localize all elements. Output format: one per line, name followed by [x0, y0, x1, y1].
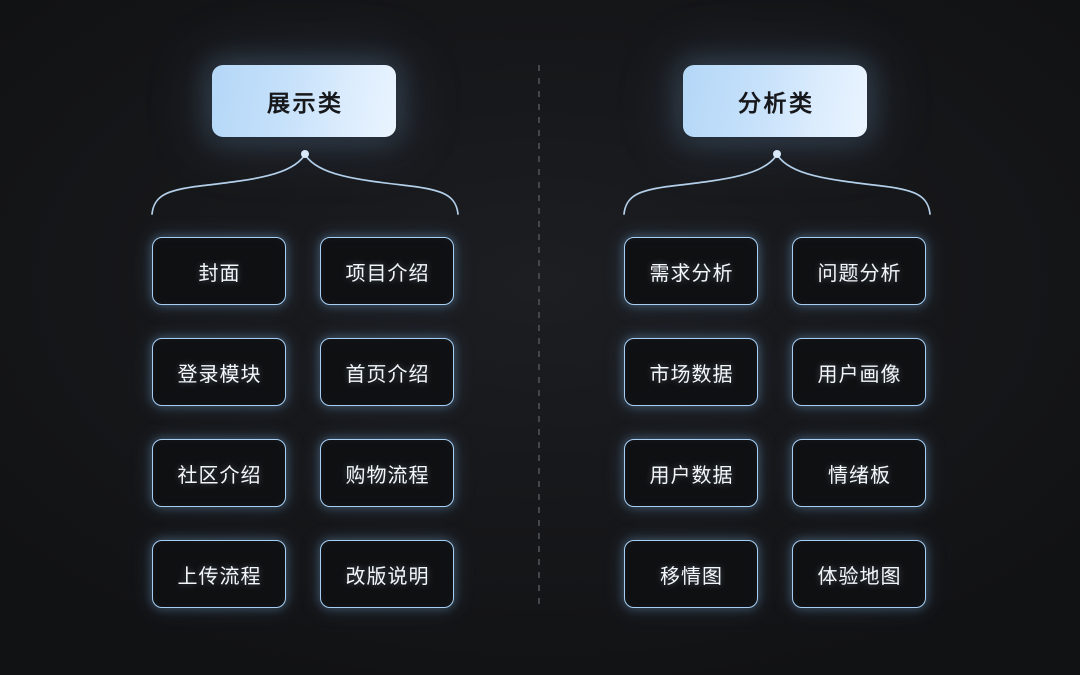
card-item[interactable]: 首页介绍	[320, 338, 454, 406]
brace-connector-analysis-category	[623, 150, 931, 215]
card-item[interactable]: 上传流程	[152, 540, 286, 608]
card-label: 需求分析	[649, 260, 734, 285]
group-header-label: 分析类	[738, 91, 815, 117]
card-label: 用户数据	[649, 462, 734, 487]
card-item[interactable]: 封面	[152, 237, 286, 305]
card-item[interactable]: 用户数据	[624, 439, 758, 507]
vertical-dashed-divider	[538, 65, 540, 611]
card-item[interactable]: 登录模块	[152, 338, 286, 406]
card-label: 移情图	[660, 563, 723, 588]
brace-apex-dot	[773, 150, 781, 158]
card-item[interactable]: 社区介绍	[152, 439, 286, 507]
card-item[interactable]: 问题分析	[792, 237, 926, 305]
brace-apex-dot	[301, 150, 309, 158]
card-item[interactable]: 项目介绍	[320, 237, 454, 305]
card-label: 购物流程	[345, 462, 430, 487]
card-label: 改版说明	[345, 563, 430, 588]
card-item[interactable]: 改版说明	[320, 540, 454, 608]
card-label: 封面	[198, 260, 241, 285]
card-label: 社区介绍	[177, 462, 262, 487]
card-item[interactable]: 市场数据	[624, 338, 758, 406]
card-item[interactable]: 情绪板	[792, 439, 926, 507]
card-item[interactable]: 移情图	[624, 540, 758, 608]
card-label: 用户画像	[817, 361, 902, 386]
card-item[interactable]: 体验地图	[792, 540, 926, 608]
card-label: 首页介绍	[345, 361, 430, 386]
card-item[interactable]: 购物流程	[320, 439, 454, 507]
card-label: 项目介绍	[345, 260, 430, 285]
group-header-analysis-category[interactable]: 分析类	[683, 65, 867, 137]
card-item[interactable]: 需求分析	[624, 237, 758, 305]
group-header-label: 展示类	[267, 91, 344, 117]
card-label: 市场数据	[649, 361, 734, 386]
card-label: 上传流程	[177, 563, 262, 588]
card-label: 登录模块	[177, 361, 262, 386]
card-label: 情绪板	[828, 462, 891, 487]
card-item[interactable]: 用户画像	[792, 338, 926, 406]
group-header-display-category[interactable]: 展示类	[212, 65, 396, 137]
card-label: 问题分析	[817, 260, 902, 285]
card-label: 体验地图	[817, 563, 902, 588]
brace-connector-display-category	[151, 150, 459, 215]
